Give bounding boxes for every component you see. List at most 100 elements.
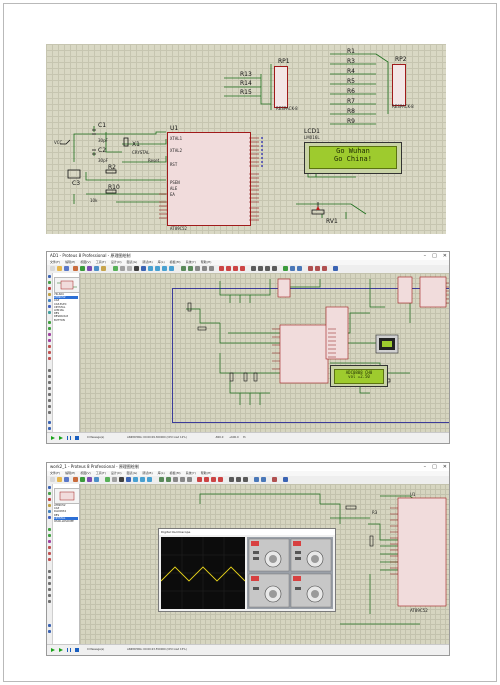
junction-icon[interactable] bbox=[48, 287, 51, 290]
device-item[interactable]: RES bbox=[54, 312, 60, 316]
bus-icon[interactable] bbox=[48, 305, 51, 308]
open-file-icon[interactable] bbox=[57, 477, 62, 482]
device-item[interactable]: CAP bbox=[54, 299, 60, 303]
property-icon[interactable] bbox=[297, 266, 302, 271]
select-mode-icon[interactable] bbox=[48, 486, 51, 489]
device-item[interactable]: AT89C52 bbox=[54, 504, 66, 507]
oscilloscope-window[interactable]: Digital Oscilloscope bbox=[158, 528, 336, 612]
rotate-ccw-icon[interactable] bbox=[48, 427, 51, 430]
block-rotate-icon[interactable] bbox=[233, 266, 238, 271]
device-item[interactable]: RES bbox=[54, 513, 60, 517]
block-move-icon[interactable] bbox=[204, 477, 209, 482]
make-device-icon[interactable] bbox=[258, 266, 263, 271]
menu-library[interactable]: 库(L) bbox=[157, 471, 165, 475]
refresh-icon[interactable] bbox=[105, 477, 110, 482]
sub-circuit-icon[interactable] bbox=[48, 311, 51, 314]
terminal-icon[interactable] bbox=[48, 321, 51, 324]
message-count[interactable]: 0 Message(s) bbox=[87, 648, 105, 651]
cut-icon[interactable] bbox=[195, 266, 200, 271]
marker-icon[interactable] bbox=[48, 411, 51, 414]
new-file-icon[interactable] bbox=[50, 477, 55, 482]
undo-icon[interactable] bbox=[159, 477, 164, 482]
cut-icon[interactable] bbox=[173, 477, 178, 482]
menu-design[interactable]: 设计(D) bbox=[110, 471, 122, 475]
line-icon[interactable] bbox=[48, 369, 51, 372]
wire-autoroute-icon[interactable] bbox=[283, 266, 288, 271]
adc-lcd-module[interactable]: ADC0808 CH0 vol =2.50 bbox=[330, 365, 388, 387]
zoom-in-icon[interactable] bbox=[133, 477, 138, 482]
menu-system[interactable]: 系统(Y) bbox=[185, 471, 196, 475]
undo-icon[interactable] bbox=[181, 266, 186, 271]
bom-icon[interactable] bbox=[101, 266, 106, 271]
menu-design[interactable]: 设计(D) bbox=[110, 260, 122, 264]
device-item[interactable]: RESPACK-8 bbox=[54, 315, 69, 319]
new-file-icon[interactable] bbox=[50, 266, 55, 271]
menu-template[interactable]: 模板(M) bbox=[169, 471, 181, 475]
netlist-icon[interactable] bbox=[272, 477, 277, 482]
menu-template[interactable]: 模板(M) bbox=[169, 260, 181, 264]
pcb-icon[interactable] bbox=[87, 266, 92, 271]
pause-icon[interactable] bbox=[67, 648, 71, 652]
terminal-icon[interactable] bbox=[48, 528, 51, 531]
u1-microcontroller[interactable] bbox=[167, 132, 251, 226]
arc-icon[interactable] bbox=[48, 588, 51, 591]
stop-icon[interactable] bbox=[75, 436, 79, 440]
wire-label-icon[interactable] bbox=[48, 293, 51, 296]
menu-edit[interactable]: 编辑(E) bbox=[65, 260, 76, 264]
menu-tools[interactable]: 工具(T) bbox=[95, 260, 106, 264]
netlist-icon[interactable] bbox=[308, 266, 313, 271]
block-move-icon[interactable] bbox=[226, 266, 231, 271]
circle-icon[interactable] bbox=[48, 582, 51, 585]
message-count[interactable]: 0 Message(s) bbox=[87, 436, 105, 439]
code-icon[interactable] bbox=[94, 477, 99, 482]
device-item[interactable]: OSCILLOSCOPE bbox=[54, 520, 74, 524]
device-item-selected[interactable]: AT89C52 bbox=[54, 296, 78, 300]
menu-view[interactable]: 视图(V) bbox=[80, 260, 91, 264]
pick-device-icon[interactable] bbox=[229, 477, 234, 482]
pan-icon[interactable] bbox=[126, 477, 131, 482]
device-item[interactable]: 74LS04 bbox=[54, 293, 64, 296]
component-mode-icon[interactable] bbox=[48, 281, 51, 284]
menu-file[interactable]: 文件(F) bbox=[50, 471, 61, 475]
zoom-area-icon[interactable] bbox=[169, 266, 174, 271]
device-item[interactable]: DAC0832 bbox=[54, 510, 67, 514]
tape-icon[interactable] bbox=[48, 339, 51, 342]
device-item[interactable]: CRYSTAL bbox=[54, 305, 66, 309]
lcd1-module[interactable]: Go Wuhan Go China! bbox=[304, 142, 402, 174]
origin-icon[interactable] bbox=[127, 266, 132, 271]
rotate-cw-icon[interactable] bbox=[48, 421, 51, 424]
select-mode-icon[interactable] bbox=[48, 275, 51, 278]
rp2-resistor-pack[interactable] bbox=[392, 64, 406, 106]
pin-icon[interactable] bbox=[48, 327, 51, 330]
rotate-cw-icon[interactable] bbox=[48, 624, 51, 627]
menu-debug[interactable]: 调试(B) bbox=[142, 471, 153, 475]
symbol-icon[interactable] bbox=[48, 405, 51, 408]
maximize-icon[interactable]: □ bbox=[432, 253, 437, 259]
zoom-in-icon[interactable] bbox=[148, 266, 153, 271]
paste-icon[interactable] bbox=[187, 477, 192, 482]
redo-icon[interactable] bbox=[166, 477, 171, 482]
menu-debug[interactable]: 调试(B) bbox=[142, 260, 153, 264]
block-delete-icon[interactable] bbox=[218, 477, 223, 482]
instrument-icon[interactable] bbox=[48, 558, 51, 561]
menu-edit[interactable]: 编辑(E) bbox=[65, 471, 76, 475]
play-icon[interactable] bbox=[51, 436, 55, 440]
block-copy-icon[interactable] bbox=[197, 477, 202, 482]
decompose-icon[interactable] bbox=[272, 266, 277, 271]
pause-icon[interactable] bbox=[67, 436, 71, 440]
zoom-out-icon[interactable] bbox=[140, 477, 145, 482]
device-item-selected[interactable]: CRYSTAL bbox=[54, 516, 78, 521]
make-device-icon[interactable] bbox=[236, 477, 241, 482]
menu-graph[interactable]: 图表(G) bbox=[126, 471, 138, 475]
copy-icon[interactable] bbox=[202, 266, 207, 271]
close-icon[interactable]: ✕ bbox=[442, 253, 447, 259]
pin-icon[interactable] bbox=[48, 534, 51, 537]
bom-report-icon[interactable] bbox=[315, 266, 320, 271]
package-icon[interactable] bbox=[265, 266, 270, 271]
probe-icon[interactable] bbox=[48, 351, 51, 354]
instrument-icon[interactable] bbox=[48, 357, 51, 360]
play-icon[interactable] bbox=[51, 648, 55, 652]
redo-icon[interactable] bbox=[188, 266, 193, 271]
device-item[interactable]: BUTTON bbox=[54, 318, 65, 322]
zoom-out-icon[interactable] bbox=[155, 266, 160, 271]
